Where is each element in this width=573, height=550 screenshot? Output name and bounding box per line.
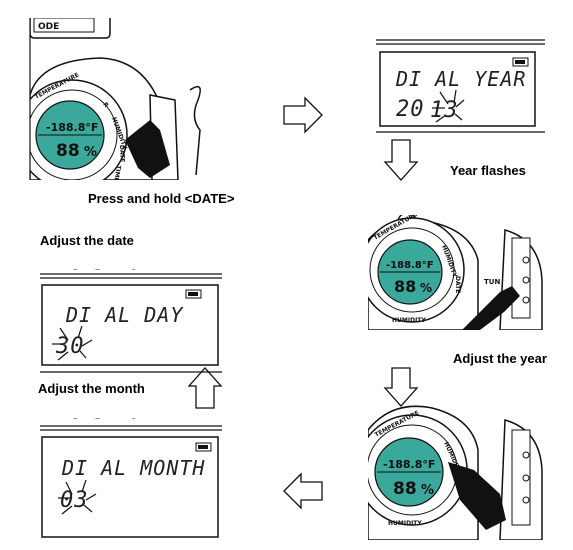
- flash-burst-icon: [432, 89, 465, 123]
- caption-press-hold: Press and hold <DATE>: [88, 191, 235, 206]
- lcd-humidity-2: 88: [394, 277, 416, 296]
- year-flashing-digits: 13: [430, 98, 459, 123]
- device-illustration-1: ODE ⏻ TEMPERATURE R HUMIDITY DATE TIME -…: [30, 18, 179, 182]
- lcd-temperature: -188.8°F: [46, 121, 98, 134]
- lcd-temperature-2: -188.8°F: [386, 260, 434, 271]
- year-prefix: 20: [396, 97, 425, 122]
- battery-icon-3: [188, 292, 198, 296]
- device-illustration-2: TEMPERATURE HUMIDITY DATE HUMIDITY -188.…: [368, 215, 543, 330]
- ring-label-humidity-bottom: HUMIDITY: [392, 317, 426, 324]
- lcd-temperature-3: -188.8°F: [383, 458, 435, 471]
- battery-icon: [515, 60, 525, 64]
- ring-label-date-2: DATE: [454, 276, 461, 293]
- caption-year-flashes: Year flashes: [450, 163, 526, 178]
- arrow-up-icon: [187, 367, 223, 409]
- caption-adjust-date: Adjust the date: [40, 233, 134, 248]
- finger-pressing: [125, 120, 170, 178]
- arrow-down-icon: [383, 139, 419, 181]
- month-line1: DI AL MONTH: [61, 456, 205, 480]
- battery-icon-2: [198, 445, 208, 449]
- arrow-right-icon: [283, 96, 323, 134]
- caption-adjust-month: Adjust the month: [38, 381, 145, 396]
- lcd-humidity: 88: [56, 141, 80, 161]
- ring-label-date: DATE: [118, 145, 126, 163]
- ring-label-humidity-bottom-3: HUMIDITY: [388, 520, 422, 527]
- year-line1: DI AL YEAR: [395, 67, 526, 91]
- side-button-label: TUN: [484, 278, 500, 286]
- lcd-screen-year: voyager pro DI AL YEAR 20 13: [366, 13, 545, 133]
- lcd-humidity-3: 88: [393, 479, 417, 499]
- ring-label-time: TIME: [112, 165, 122, 182]
- finger-adjusting-year: [462, 286, 520, 330]
- lcd-screen-month: voyager pro DI AL MONTH 03: [38, 400, 222, 538]
- lcd-humidity-unit: %: [84, 145, 97, 160]
- flash-burst-icon-3: [52, 325, 93, 361]
- lcd-humidity-unit-3: %: [421, 483, 434, 498]
- flash-burst-icon-2: [58, 479, 97, 515]
- ring-label-r: R: [101, 101, 110, 109]
- day-line1: DI AL DAY: [65, 303, 184, 327]
- arrow-left-icon: [283, 472, 323, 510]
- arrow-down-icon-2: [383, 367, 419, 407]
- month-flashing-digits: 03: [60, 488, 89, 513]
- lcd-humidity-unit-2: %: [420, 281, 432, 295]
- day-flashing-digits: 30: [55, 334, 85, 359]
- lcd-screen-day: voyager pro DI AL DAY 30: [38, 251, 222, 373]
- device-illustration-3: TEMPERATURE HUMIDITY DATE HUMIDITY -188.…: [368, 405, 543, 540]
- mode-button-label: ODE: [38, 22, 59, 32]
- finger-pressing-date: [448, 462, 506, 530]
- caption-adjust-year: Adjust the year: [453, 351, 547, 366]
